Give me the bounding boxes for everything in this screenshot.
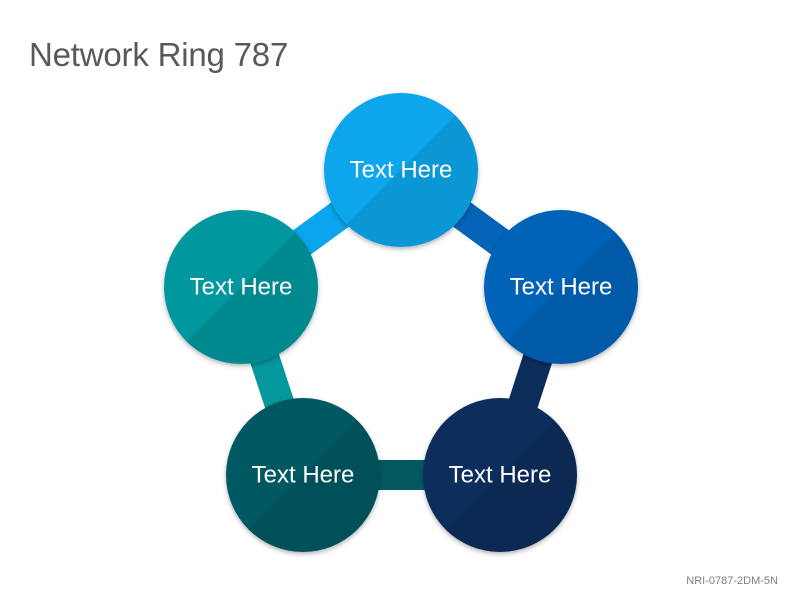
node-3: Text Here <box>423 398 577 552</box>
node-5-label: Text Here <box>190 274 293 301</box>
node-1-label: Text Here <box>350 157 453 184</box>
node-4-shade <box>226 398 380 552</box>
node-1-circle <box>324 93 478 247</box>
node-2-circle <box>484 210 638 364</box>
node-2-shade <box>484 210 638 364</box>
slide-title: Network Ring 787 <box>29 36 289 73</box>
node-5-circle <box>164 210 318 364</box>
node-5-shade <box>164 210 318 364</box>
node-4-label: Text Here <box>252 462 355 489</box>
node-3-circle <box>423 398 577 552</box>
node-1-shade <box>324 93 478 247</box>
nodes-group: Text Here Text Here Text Here Text Here <box>164 93 638 552</box>
node-1: Text Here <box>324 93 478 247</box>
slide-code: NRI-0787-2DM-5N <box>686 575 778 587</box>
node-4-circle <box>226 398 380 552</box>
node-4: Text Here <box>226 398 380 552</box>
node-3-label: Text Here <box>449 462 552 489</box>
node-5: Text Here <box>164 210 318 364</box>
node-2-label: Text Here <box>510 274 613 301</box>
node-2: Text Here <box>484 210 638 364</box>
node-3-shade <box>423 398 577 552</box>
